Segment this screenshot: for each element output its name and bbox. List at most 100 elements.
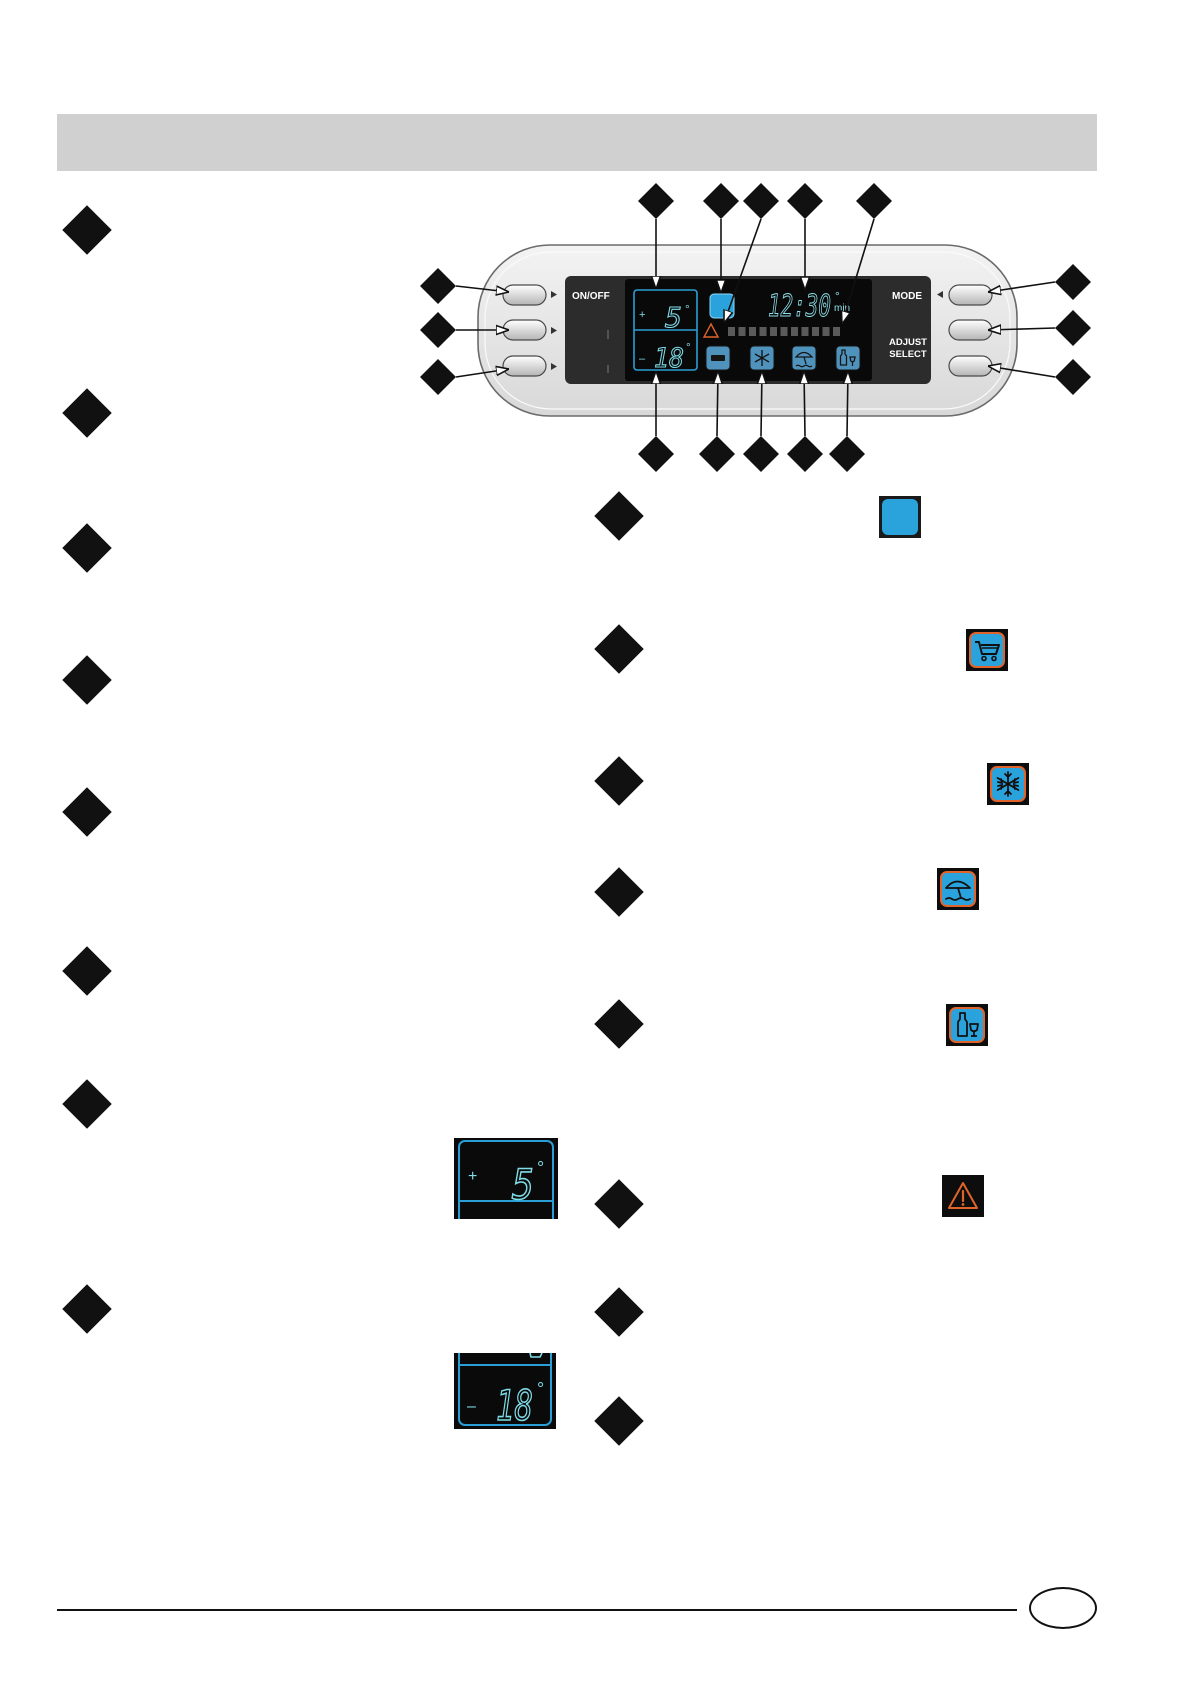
callout-line: [724, 218, 762, 323]
callout-diamonds: [420, 183, 1091, 472]
callout-diamond: [787, 183, 823, 219]
inset-freezer-sign: –: [467, 1398, 476, 1415]
freezer-display-inset: – 18 °: [454, 1353, 556, 1429]
level-segment: [812, 327, 819, 336]
callout-diamond: [638, 436, 674, 472]
level-segment: [749, 327, 756, 336]
inset-background: [454, 1138, 558, 1219]
bullet-diamond: [62, 1079, 112, 1129]
level-segment: [759, 327, 767, 336]
fridge-temp-sign: +: [639, 309, 645, 321]
inset-freezer-unit: °: [537, 1379, 544, 1399]
level-segment: [738, 327, 746, 336]
on-off-label: ON/OFF: [572, 291, 610, 302]
callout-diamond: [856, 183, 892, 219]
callout-diamond: [743, 436, 779, 472]
inset-freezer-value: 18: [496, 1381, 533, 1429]
callout-diamond: [420, 359, 456, 395]
callout-diamond: [1055, 264, 1091, 300]
level-segment: [801, 327, 809, 336]
pointer-right-icon: [551, 291, 557, 298]
blue-square-icon: [879, 496, 921, 538]
callout-diamond: [703, 183, 739, 219]
callout-line: [988, 281, 1056, 292]
select-button: [948, 355, 993, 377]
callout-line: [847, 371, 848, 437]
adjust-button: [948, 319, 993, 341]
clock-time: 12:30: [768, 289, 831, 324]
bullet-diamond: [62, 1284, 112, 1334]
callout-diamond: [829, 436, 865, 472]
mode-button: [948, 284, 993, 306]
fridge-temp-value: 5: [665, 301, 682, 334]
beach-umbrella-icon: [937, 868, 979, 910]
on-off-button: [502, 284, 547, 306]
level-segment: [728, 327, 735, 336]
inset-fridge-value: 5: [512, 1160, 534, 1209]
callout-diamond: [699, 436, 735, 472]
bottle-icon: [835, 345, 861, 371]
fridge-temp-unit: °: [685, 302, 690, 316]
control-panel: ON/OFF MODE ADJUST SELECT + 5 ° – 18 ° 1…: [477, 244, 1018, 417]
level-segment: [780, 327, 788, 336]
mode-label: MODE: [892, 291, 922, 302]
footer-rule: [57, 1609, 1017, 1611]
callout-diamond: [638, 183, 674, 219]
bullet-diamond: [62, 946, 112, 996]
bullet-diamond: [62, 655, 112, 705]
select-label: SELECT: [889, 349, 927, 360]
callout-line: [988, 366, 1056, 378]
bullet-diamond: [62, 523, 112, 573]
level-segment: [791, 327, 798, 336]
callout-diamond: [420, 268, 456, 304]
bullet-diamond: [594, 1179, 644, 1229]
callout-line: [804, 371, 805, 437]
bullet-diamond: [594, 491, 644, 541]
inset-frame: [458, 1353, 552, 1426]
inset-fridge-unit: °: [537, 1158, 544, 1178]
left-middle-button: [502, 319, 547, 341]
callout-line: [988, 328, 1056, 330]
inset-frame: [458, 1140, 554, 1219]
shopping-cart-icon: [966, 629, 1008, 671]
callout-diamond: [743, 183, 779, 219]
callout-line: [717, 371, 718, 437]
level-bar: [728, 327, 840, 336]
freezer-temp-unit: °: [686, 340, 691, 354]
bullet-diamond: [62, 787, 112, 837]
bullet-diamond: [594, 1396, 644, 1446]
warning-icon: [702, 322, 720, 338]
freezer-temp-sign: –: [639, 353, 646, 365]
clock-unit: min: [834, 303, 850, 314]
left-bottom-button: [502, 355, 547, 377]
callout-lines: [455, 218, 1056, 437]
pointer-left-icon: [937, 291, 943, 298]
clock-degree-symbol: °: [835, 289, 840, 303]
digit-fragment: [529, 1353, 543, 1358]
bullet-diamond: [594, 867, 644, 917]
callout-diamond: [787, 436, 823, 472]
callout-diamond: [1055, 310, 1091, 346]
adjust-label: ADJUST: [889, 337, 927, 348]
beach-umbrella-icon: [791, 345, 817, 371]
page-number-oval: [1029, 1587, 1097, 1629]
warning-icon: [942, 1175, 984, 1217]
bullet-diamond: [594, 624, 644, 674]
section-header-bar: [57, 114, 1097, 171]
inset-fridge-sign: +: [468, 1168, 477, 1185]
pointer-right-icon: [551, 327, 557, 334]
callout-line: [761, 371, 762, 437]
pointer-right-icon: [551, 363, 557, 370]
fridge-display-inset: + 5 °: [454, 1138, 558, 1219]
level-segment: [822, 327, 830, 336]
control-panel-diagram: ON/OFF MODE ADJUST SELECT + 5 ° – 18 ° 1…: [420, 183, 1091, 472]
bullet-diamond: [594, 1287, 644, 1337]
callout-line: [455, 369, 509, 378]
bullet-diamond: [594, 756, 644, 806]
callout-diamond: [420, 312, 456, 348]
bullet-diamond: [594, 999, 644, 1049]
snowflake-icon: [987, 763, 1029, 805]
callout-diamond: [1055, 359, 1091, 395]
level-segment: [770, 327, 777, 336]
shopping-cart-icon: [705, 345, 731, 371]
